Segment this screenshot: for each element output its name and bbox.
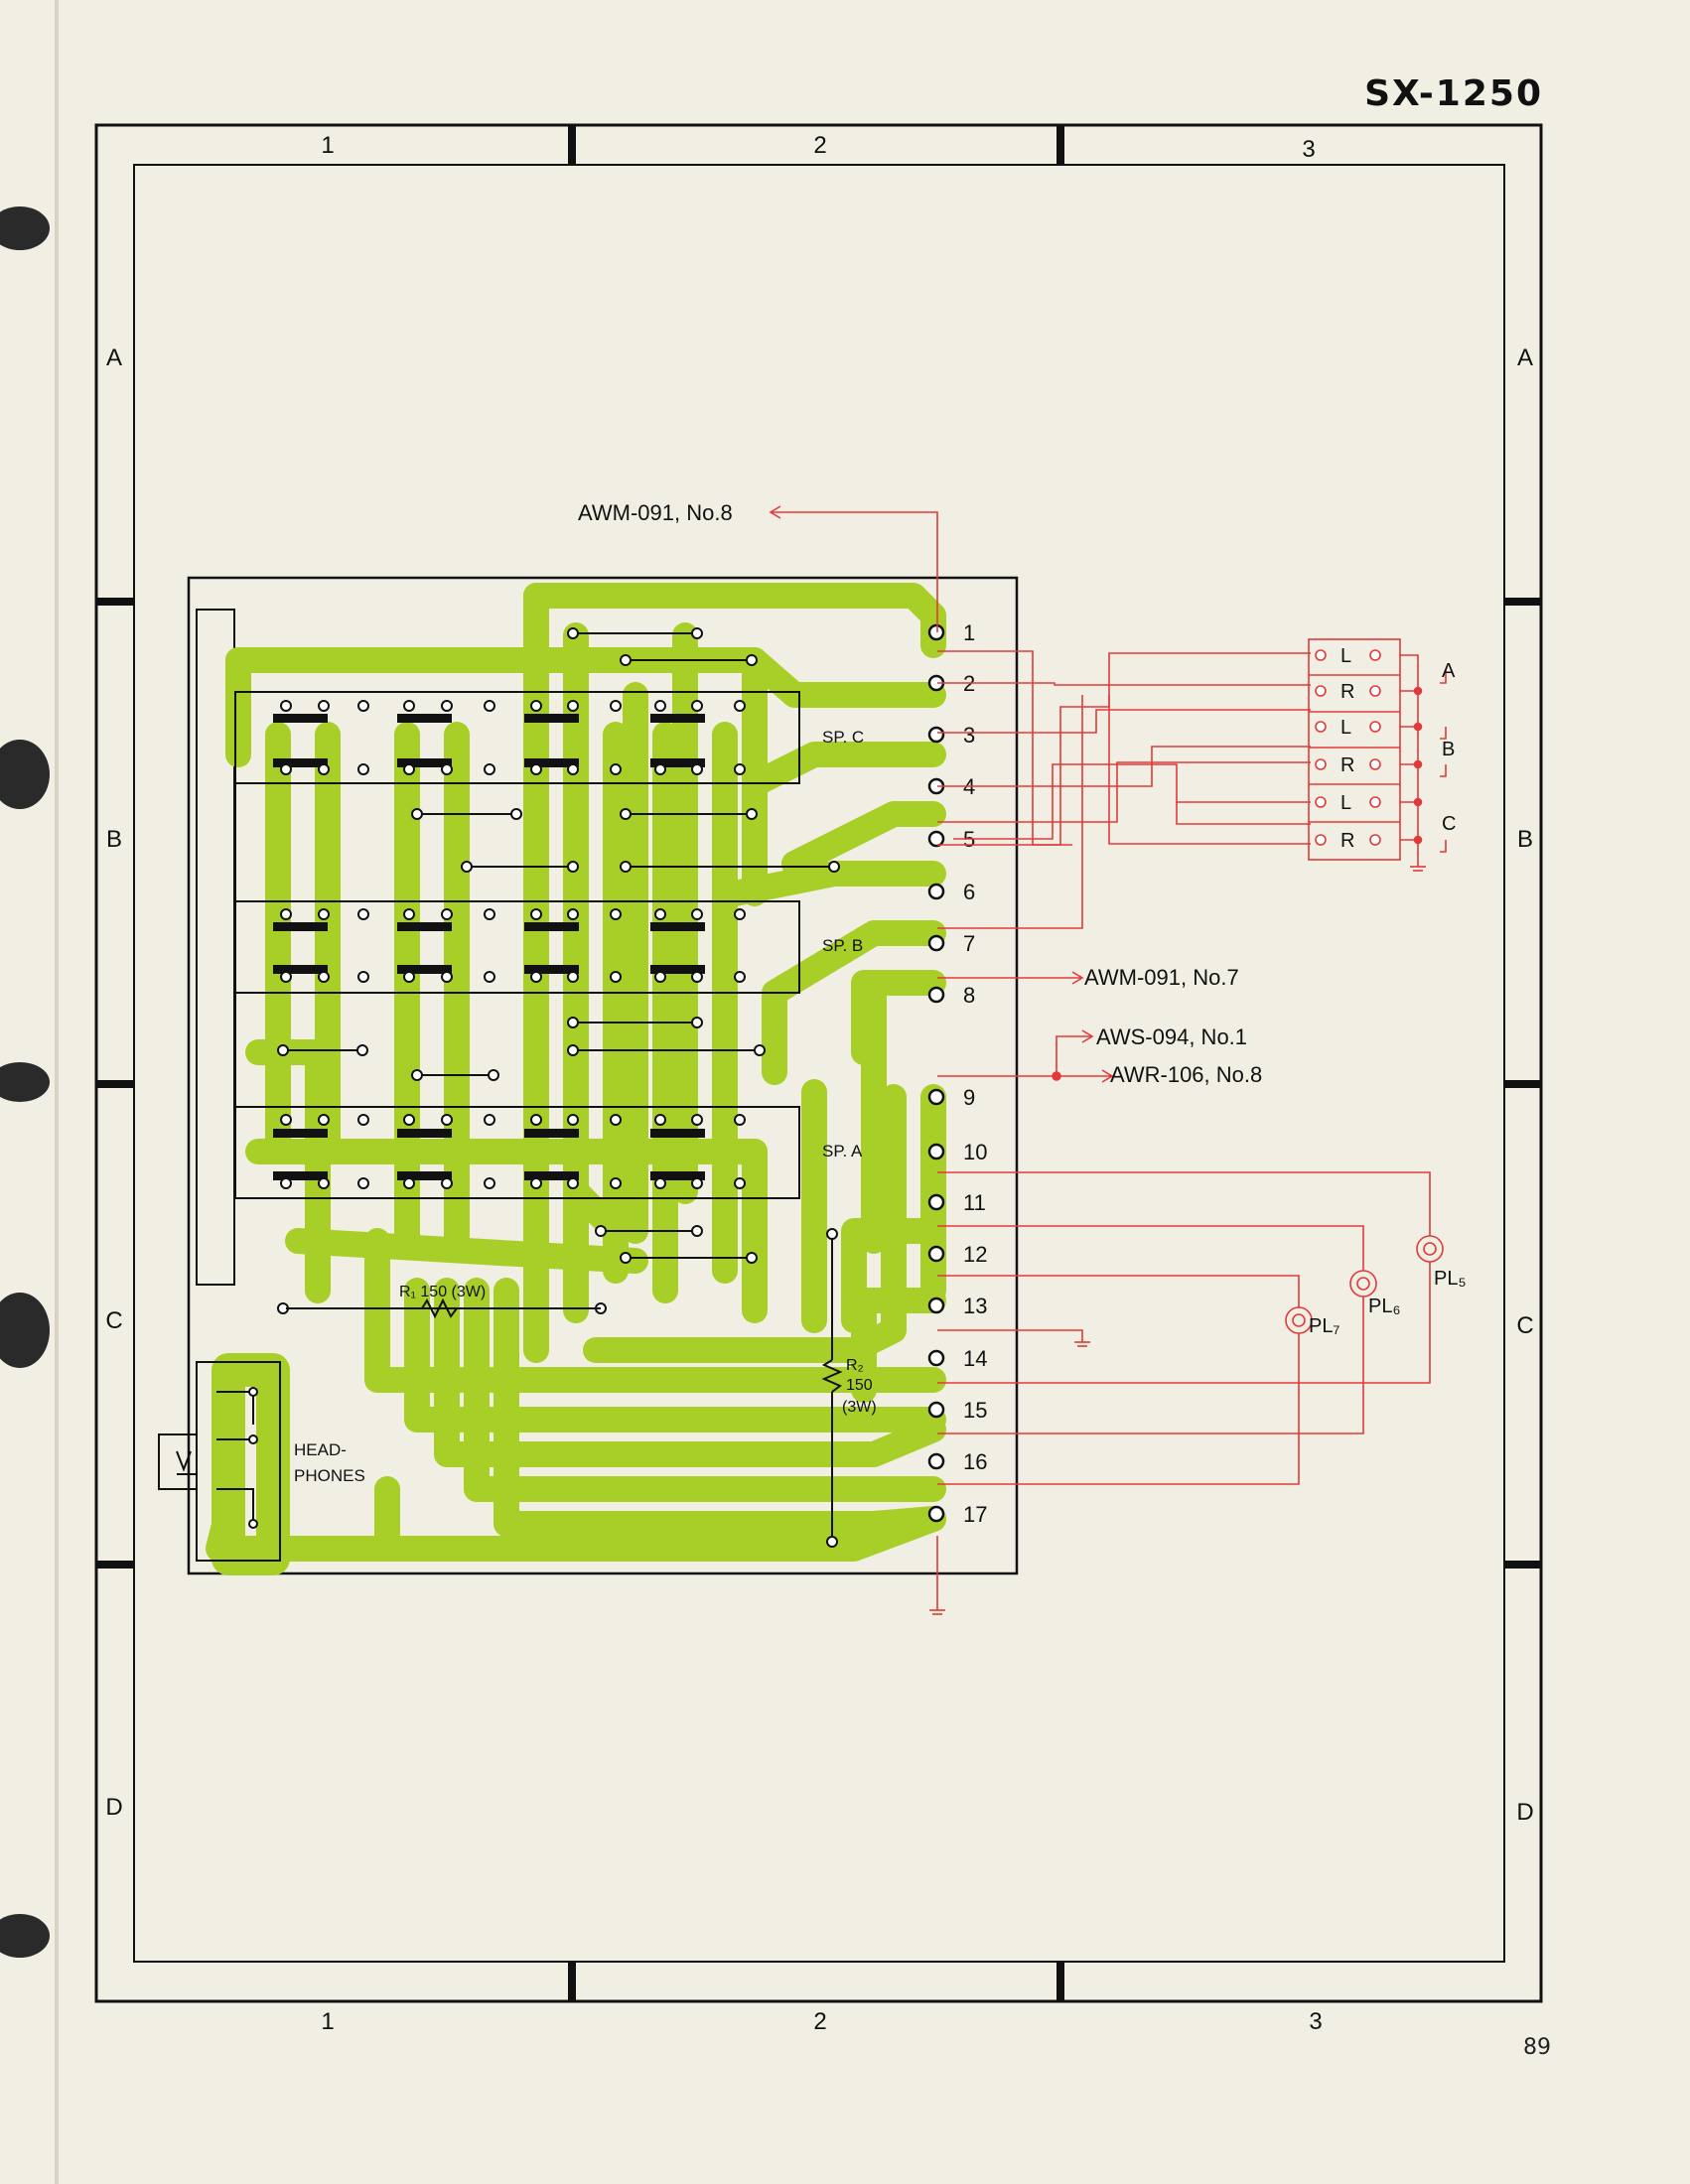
terminal-pad-1 — [927, 623, 945, 641]
label-awm091-no8: AWM-091, No.8 — [578, 500, 733, 525]
row-label-c-right: C — [1516, 1312, 1533, 1339]
r1-label: R₁ 150 (3W) — [399, 1284, 486, 1300]
r2-label: R₂ — [846, 1357, 864, 1374]
label-awm091-no7: AWM-091, No.7 — [1084, 965, 1239, 990]
speaker-group-b: B — [1442, 739, 1455, 760]
terminal-pad-10 — [927, 1143, 945, 1160]
switch-label-sp-a: SP. A — [822, 1142, 863, 1160]
external-wiring — [769, 505, 1447, 1615]
row-label-d: D — [105, 1794, 122, 1821]
terminal-label-12: 12 — [963, 1242, 987, 1267]
label-aws094-no1: AWS-094, No.1 — [1096, 1024, 1247, 1049]
headphones-label-line2: PHONES — [294, 1466, 365, 1485]
terminal-pad-6 — [927, 883, 945, 900]
terminal-pad-16 — [927, 1452, 945, 1470]
pcb-jumpers — [277, 627, 840, 1314]
grid-labels: 1 2 3 1 2 3 A B C D A B C D — [105, 132, 1533, 2035]
switch-pins — [280, 700, 746, 1189]
terminal-label-14: 14 — [963, 1346, 987, 1371]
row-label-a-right: A — [1517, 344, 1533, 371]
model-title: SX-1250 — [1364, 73, 1543, 114]
headphones-label-line1: HEAD- — [294, 1440, 347, 1459]
switch-contacts — [273, 714, 705, 1180]
drawing-frame — [94, 123, 1543, 2003]
terminal-label-9: 9 — [963, 1085, 975, 1110]
speaker-group-a: A — [1442, 660, 1456, 682]
label-awr106-no8: AWR-106, No.8 — [1110, 1062, 1262, 1087]
resistor-r1: R₁ 150 (3W) — [286, 1284, 601, 1319]
terminal-label-8: 8 — [963, 983, 975, 1008]
headphone-jack — [158, 1361, 281, 1562]
pilot-lamp-label-pl7: PL₇ — [1309, 1315, 1339, 1337]
terminal-label-10: 10 — [963, 1140, 987, 1164]
terminal-pad-13 — [927, 1297, 945, 1314]
channel-label-6: R — [1340, 830, 1354, 852]
channel-label-1: L — [1340, 645, 1351, 667]
page-number: 89 — [1523, 2035, 1551, 2060]
row-label-b-right: B — [1517, 826, 1533, 853]
terminal-pad-17 — [927, 1505, 945, 1523]
col-label-1-bottom: 1 — [321, 2008, 334, 2035]
terminal-pad-11 — [927, 1193, 945, 1211]
terminal-label-1: 1 — [963, 620, 975, 645]
terminal-pad-7 — [927, 934, 945, 952]
r2-value: 150 — [846, 1377, 873, 1394]
terminal-label-7: 7 — [963, 931, 975, 956]
channel-label-5: L — [1340, 792, 1351, 814]
resistor-r2: R₂ 150 (3W) — [821, 1228, 877, 1548]
channel-label-4: R — [1340, 754, 1354, 776]
terminal-label-15: 15 — [963, 1398, 987, 1423]
terminal-pad-8 — [927, 986, 945, 1004]
row-label-b: B — [106, 826, 122, 853]
r2-rating: (3W) — [842, 1399, 877, 1416]
pilot-lamp-label-pl5: PL₅ — [1434, 1268, 1467, 1290]
switch-label-sp-b: SP. B — [822, 936, 863, 955]
channel-label-3: L — [1340, 717, 1351, 739]
col-label-1: 1 — [321, 132, 334, 159]
channel-label-2: R — [1340, 681, 1354, 703]
pcb-board: SP. C SP. B SP. A R₁ 150 (3W) R₂ 150 (3W… — [158, 576, 1019, 1575]
row-label-c: C — [105, 1307, 122, 1334]
terminal-pad-5 — [927, 830, 945, 848]
col-label-3-bottom: 3 — [1309, 2008, 1322, 2035]
row-label-a: A — [106, 344, 122, 371]
pilot-lamp-label-pl6: PL₆ — [1368, 1296, 1401, 1317]
col-label-3: 3 — [1302, 136, 1315, 163]
col-label-2: 2 — [813, 132, 826, 159]
terminal-label-13: 13 — [963, 1294, 987, 1318]
terminal-label-6: 6 — [963, 880, 975, 904]
speaker-group-c: C — [1442, 813, 1456, 835]
terminal-label-16: 16 — [963, 1449, 987, 1474]
terminal-pad-12 — [927, 1245, 945, 1263]
terminal-pad-3 — [927, 726, 945, 744]
switch-section-outlines — [234, 691, 800, 1199]
terminal-label-11: 11 — [963, 1190, 986, 1215]
switch-label-sp-c: SP. C — [822, 728, 864, 747]
terminal-label-3: 3 — [963, 723, 975, 748]
col-label-2-bottom: 2 — [813, 2008, 826, 2035]
terminal-pad-14 — [927, 1349, 945, 1367]
row-label-d-right: D — [1516, 1799, 1533, 1826]
terminal-pad-15 — [927, 1401, 945, 1419]
terminal-label-17: 17 — [963, 1502, 987, 1527]
terminal-pad-9 — [927, 1088, 945, 1106]
binding-holes — [0, 0, 59, 2184]
